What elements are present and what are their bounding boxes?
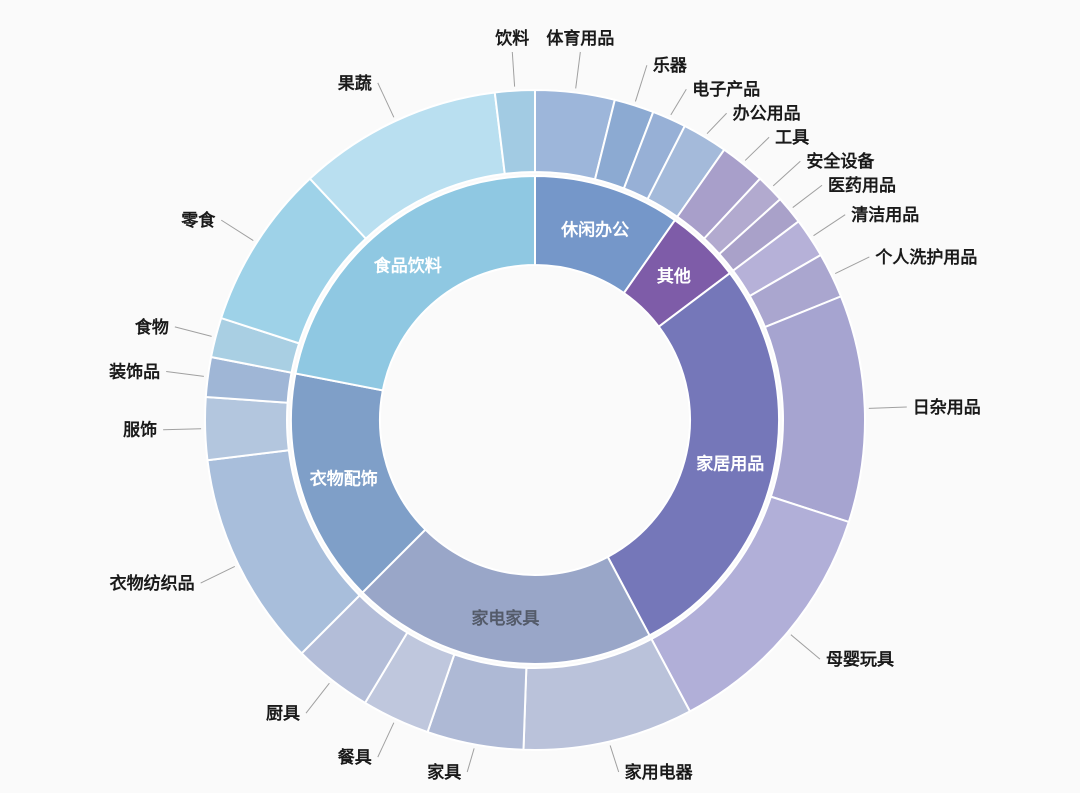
outer-label-cleaning-supplies: 清洁用品: [851, 205, 919, 225]
leader-line-tools: [744, 136, 770, 161]
leader-line-daily-sundries: [868, 406, 907, 409]
outer-label-home-appliances: 家用电器: [625, 762, 694, 782]
leader-line-cleaning-supplies: [813, 214, 846, 237]
leader-line-apparel: [163, 428, 202, 431]
leader-line-food: [174, 326, 212, 337]
leader-line-baby-toys: [790, 634, 821, 660]
outer-label-safety-equipment: 安全设备: [806, 151, 875, 171]
leader-line-musical-instruments: [634, 65, 648, 102]
leader-line-tableware: [377, 722, 395, 758]
outer-label-baby-toys: 母婴玩具: [826, 650, 894, 669]
outer-label-beverages: 饮料: [494, 28, 529, 48]
leader-line-kitchenware: [305, 682, 330, 714]
outer-label-snacks: 零食: [180, 210, 216, 230]
outer-label-office-supplies: 办公用品: [733, 103, 801, 123]
outer-label-tableware: 餐具: [338, 747, 372, 767]
inner-segment-household-goods: [606, 271, 780, 637]
leader-line-furniture: [466, 748, 475, 773]
inner-label-clothing-accessories: 衣物配饰: [310, 468, 378, 488]
leader-line-snacks: [220, 219, 254, 241]
outer-segment-daily-sundries: [763, 295, 866, 524]
outer-label-medical-supplies: 医药用品: [828, 175, 896, 195]
inner-label-leisure-office: 休闲办公: [560, 219, 629, 239]
outer-label-tools: 工具: [775, 128, 809, 147]
outer-label-decorations: 装饰品: [108, 361, 160, 381]
inner-label-household-goods: 家居用品: [696, 453, 764, 473]
leader-line-decorations: [166, 370, 204, 377]
outer-label-clothing-textiles: 衣物纺织品: [110, 573, 195, 593]
leader-line-office-supplies: [706, 112, 727, 135]
outer-label-sports-goods: 体育用品: [546, 28, 614, 48]
outer-label-personal-care: 个人洗护用品: [874, 247, 977, 267]
leader-line-sports-goods: [575, 51, 581, 89]
outer-label-electronics: 电子产品: [692, 79, 760, 99]
leader-line-safety-equipment: [772, 160, 801, 187]
outer-label-daily-sundries: 日杂用品: [913, 397, 981, 417]
leader-line-fruits-vegetables: [377, 82, 395, 118]
inner-label-food-beverage: 食品饮料: [374, 256, 442, 276]
leader-line-home-appliances: [609, 745, 620, 773]
leader-line-clothing-textiles: [200, 565, 236, 584]
leader-line-electronics: [670, 88, 687, 116]
outer-label-apparel: 服饰: [123, 420, 157, 440]
leader-line-medical-supplies: [792, 184, 823, 208]
outer-label-furniture: 家具: [427, 762, 461, 782]
outer-label-fruits-vegetables: 果蔬: [338, 74, 372, 93]
leader-line-personal-care: [834, 256, 870, 275]
inner-segment-food-beverage: [294, 174, 536, 392]
outer-segment-apparel: [204, 395, 290, 462]
inner-label-other: 其他: [657, 266, 691, 286]
outer-label-kitchenware: 厨具: [266, 704, 300, 723]
inner-label-appliances-furniture: 家电家具: [471, 608, 539, 628]
outer-segment-beverages: [493, 88, 536, 175]
outer-label-food: 食物: [135, 317, 169, 337]
leader-line-beverages: [511, 51, 516, 87]
outer-label-musical-instruments: 乐器: [653, 56, 688, 75]
